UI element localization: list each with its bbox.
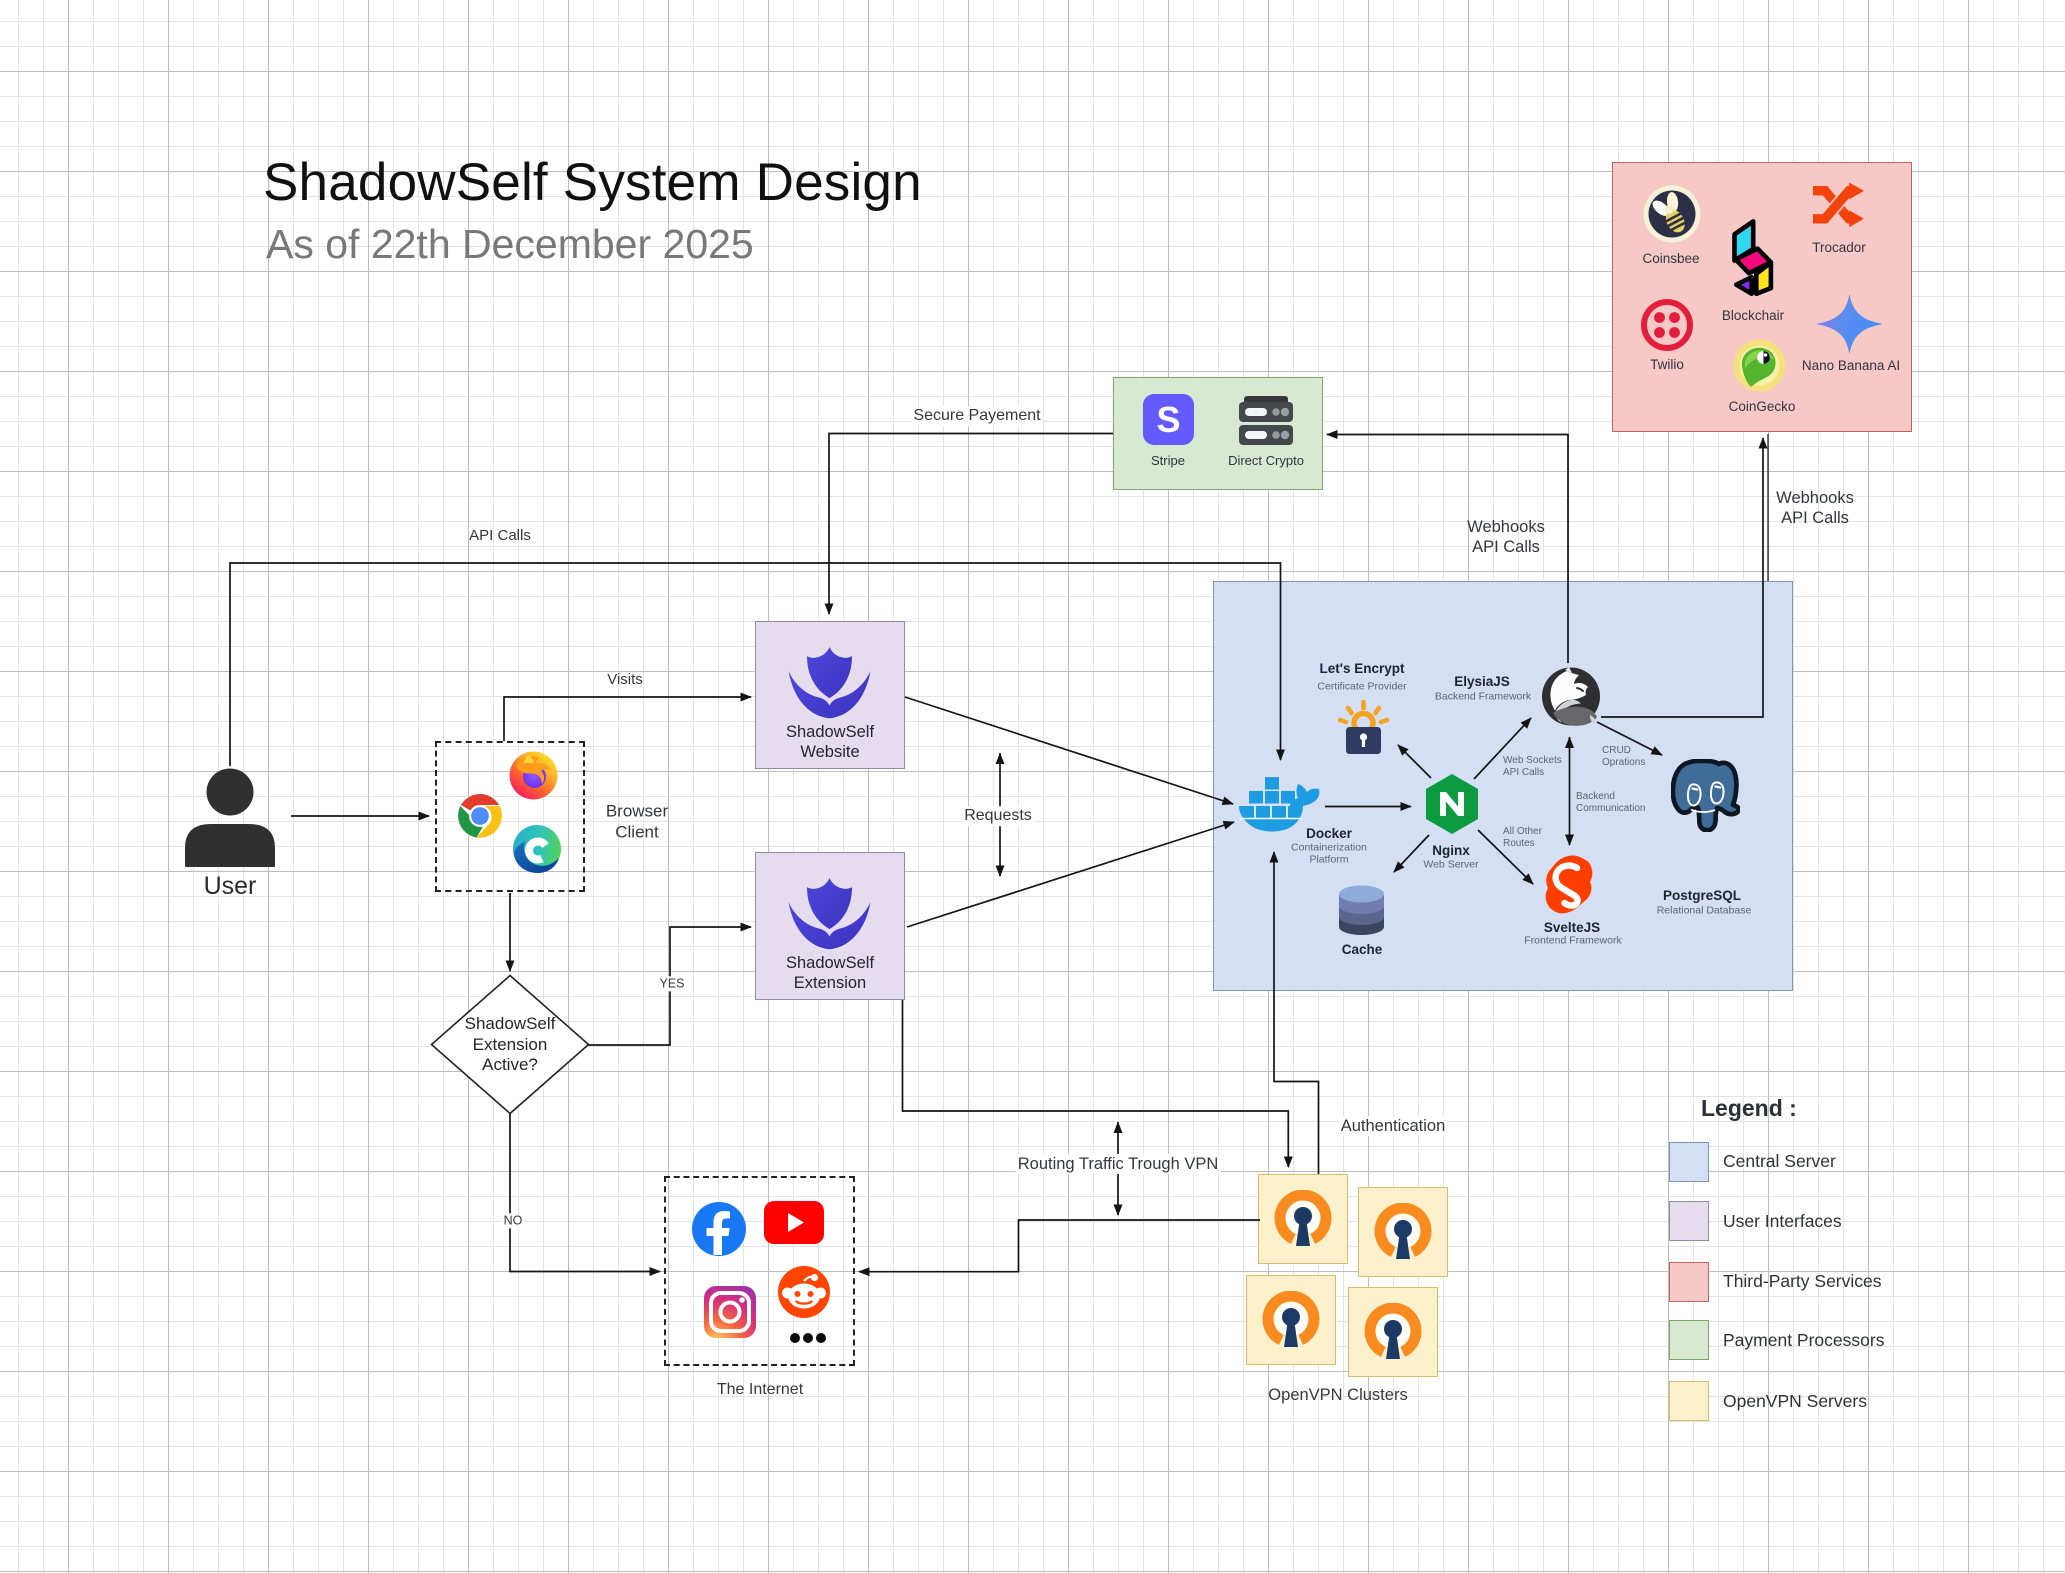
- svg-text:S: S: [1156, 399, 1180, 440]
